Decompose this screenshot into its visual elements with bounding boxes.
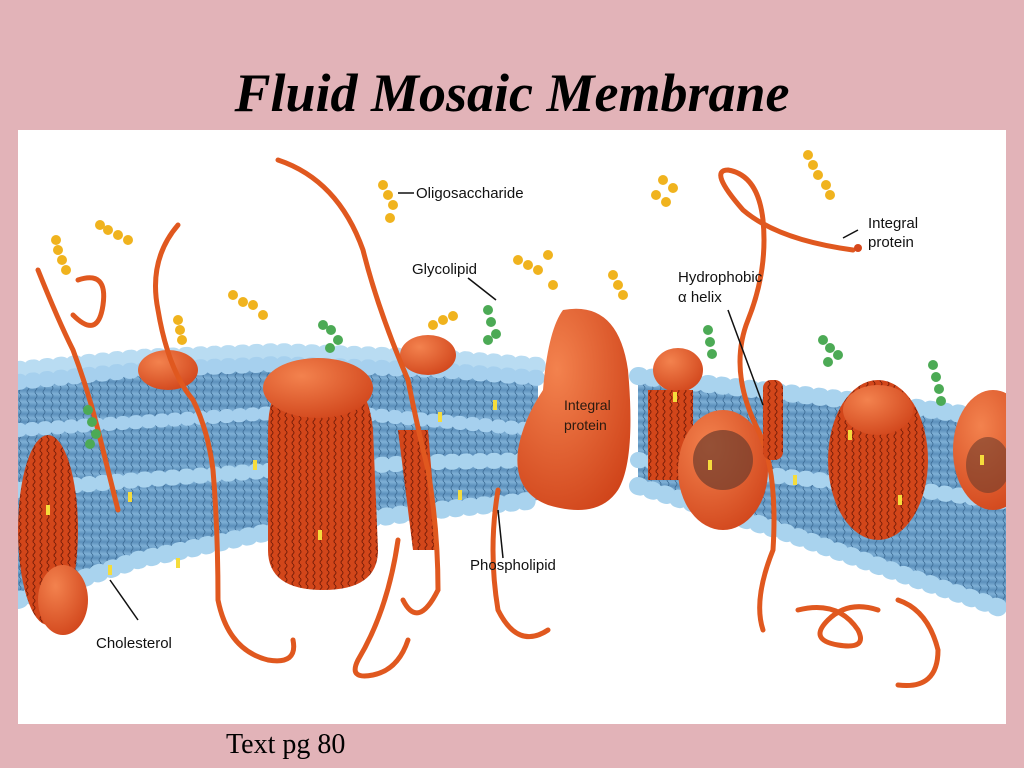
glycolipid-sugars — [83, 305, 946, 449]
oligosaccharide-chains — [51, 150, 835, 345]
cholesterol-label: Cholesterol — [96, 635, 172, 652]
integral-proteins-right — [38, 348, 1006, 635]
integral-protein-center-label-2: protein — [564, 417, 607, 433]
hydrophobic-label-1: Hydrophobic — [678, 269, 763, 286]
cholesterol-molecules — [46, 392, 984, 575]
integral-protein-center-label-1: Integral — [564, 397, 611, 413]
glycolipid-label: Glycolipid — [412, 261, 477, 278]
hydrophobic-label-2: α helix — [678, 289, 722, 306]
protein-terminus — [854, 244, 862, 252]
integral-protein-top-label-1: Integral — [868, 215, 918, 232]
oligosaccharide-label: Oligosaccharide — [416, 185, 524, 202]
integral-protein-center: Integral protein — [517, 308, 631, 510]
integral-protein-top-label-2: protein — [868, 234, 914, 251]
membrane-illustration: Integral protein — [18, 150, 1006, 689]
slide-title: Fluid Mosaic Membrane — [234, 63, 790, 123]
slide-caption: Text pg 80 — [226, 729, 346, 760]
label-leader-lines — [109, 192, 859, 621]
alpha-helix — [763, 380, 783, 460]
phospholipid-label: Phospholipid — [470, 557, 556, 574]
protein-chains — [35, 157, 941, 689]
membrane-diagram: Integral protein — [18, 130, 1006, 724]
